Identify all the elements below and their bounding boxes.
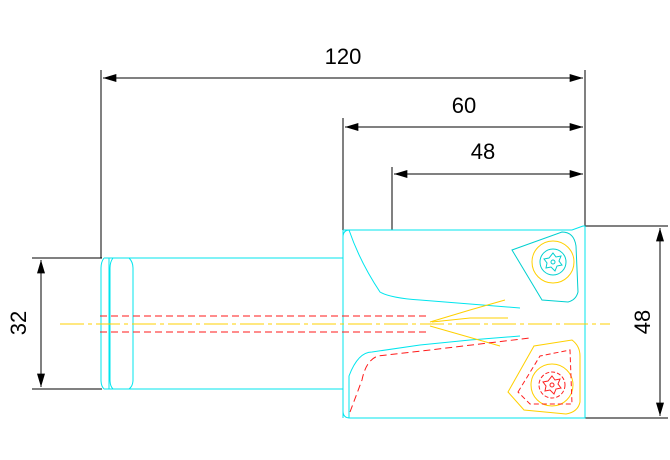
insert-bottom bbox=[507, 339, 581, 415]
insert-bottom-hidden bbox=[517, 349, 573, 405]
torx-bottom-icon bbox=[542, 375, 562, 395]
insert-top-body bbox=[511, 231, 579, 303]
torx-top-icon bbox=[543, 252, 563, 272]
insert-top-screw-mid bbox=[539, 248, 567, 276]
tool-head bbox=[342, 225, 586, 419]
dimension-120: 120 bbox=[100, 44, 586, 258]
insert-bottom-screw-center bbox=[549, 382, 555, 388]
dim-text-120: 120 bbox=[325, 44, 362, 69]
insert-top-screw-center bbox=[550, 259, 556, 265]
drill-point-upper bbox=[429, 299, 506, 323]
flute-hidden bbox=[349, 337, 531, 413]
insert-bottom-body bbox=[507, 339, 581, 415]
insert-top-screw-outer bbox=[531, 240, 575, 284]
dimension-60: 60 bbox=[342, 93, 584, 230]
drill-point-lower bbox=[429, 325, 501, 347]
hidden-lines bbox=[100, 315, 531, 413]
insert-bottom-screw-outer bbox=[530, 363, 574, 407]
dimension-48-horizontal: 48 bbox=[391, 139, 584, 230]
head-body bbox=[342, 225, 586, 419]
dim-text-48-h: 48 bbox=[471, 139, 495, 164]
dimension-32: 32 bbox=[6, 257, 102, 390]
insert-top bbox=[511, 231, 579, 303]
point-web-upper bbox=[431, 317, 508, 323]
center-axis bbox=[60, 299, 610, 347]
dim-text-32: 32 bbox=[6, 311, 31, 335]
dim-text-48-v: 48 bbox=[630, 310, 655, 334]
dim-text-60: 60 bbox=[452, 93, 476, 118]
head-chip-flute-top bbox=[348, 229, 521, 309]
head-chip-flute-bottom bbox=[348, 335, 521, 418]
dimension-48-vertical: 48 bbox=[585, 225, 668, 419]
insert-bottom-screw-mid bbox=[538, 371, 566, 399]
